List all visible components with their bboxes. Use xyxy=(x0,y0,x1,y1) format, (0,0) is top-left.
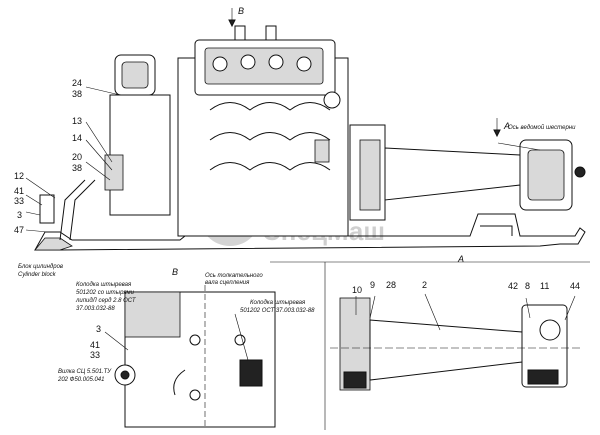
note-shaft-axis-line2: вала сцепления xyxy=(205,280,250,286)
callout-33: 33 xyxy=(14,196,24,206)
view-b-marker-top: B xyxy=(238,6,244,16)
callout-8: 8 xyxy=(525,281,530,291)
callout-41: 41 xyxy=(14,186,24,196)
compressor-body xyxy=(154,25,349,237)
drive-shaft xyxy=(349,124,586,221)
view-b-housing xyxy=(114,285,276,428)
callout-13: 13 xyxy=(72,116,82,126)
note-plug1-line3: липидЛ серд 2.8 ОСТ xyxy=(75,298,137,304)
callout-leaders xyxy=(25,86,576,361)
callout-24: 24 xyxy=(72,78,82,88)
note-plug1-line1: Колодка штыревая xyxy=(76,282,132,288)
callout-3: 3 xyxy=(17,210,22,220)
callout-9: 9 xyxy=(370,280,375,290)
callout-38-mid: 38 xyxy=(72,163,82,173)
note-cylinder-block-en: Cylinder block xyxy=(18,272,57,278)
note-fork-line2: 202 Ф50.005.041 xyxy=(57,377,104,383)
view-a-marker: A xyxy=(503,121,510,131)
note-plug1-line2: 501202 со штырями xyxy=(76,290,135,296)
note-cylinder-block-ru: Блок цилиндров xyxy=(18,264,63,270)
section-detail xyxy=(330,297,580,391)
callout-44: 44 xyxy=(570,281,580,291)
callout-47: 47 xyxy=(14,225,24,235)
callout-12: 12 xyxy=(14,171,24,181)
note-gear-axis: Ось ведомой шестерни xyxy=(508,124,576,131)
view-a-label: A xyxy=(457,254,464,264)
callout-38-top: 38 xyxy=(72,89,82,99)
callout-28: 28 xyxy=(386,280,396,290)
callout-10: 10 xyxy=(352,285,362,295)
note-plug1-line4: 37.003.032-88 xyxy=(76,306,115,312)
callout-11: 11 xyxy=(540,281,549,291)
callout-42: 42 xyxy=(508,281,518,291)
callout-20: 20 xyxy=(72,152,82,162)
callout-vb-41: 41 xyxy=(90,340,100,350)
callout-vb-33: 33 xyxy=(90,350,100,360)
callout-14: 14 xyxy=(72,133,82,143)
note-fork-line1: Вилка СЦ 5.501.ТУ xyxy=(58,369,112,375)
note-plug2-line2: 501202 ОСТ 37.003.032-88 xyxy=(240,308,315,314)
view-b-title: B xyxy=(172,267,178,277)
view-arrows xyxy=(228,8,590,430)
callout-2: 2 xyxy=(422,280,427,290)
note-shaft-axis-line1: Ось толкательного xyxy=(205,273,263,279)
left-fitting-assembly xyxy=(39,54,171,241)
callout-vb-3: 3 xyxy=(96,324,101,334)
note-plug2-line1: Колодка штыревая xyxy=(250,300,306,306)
